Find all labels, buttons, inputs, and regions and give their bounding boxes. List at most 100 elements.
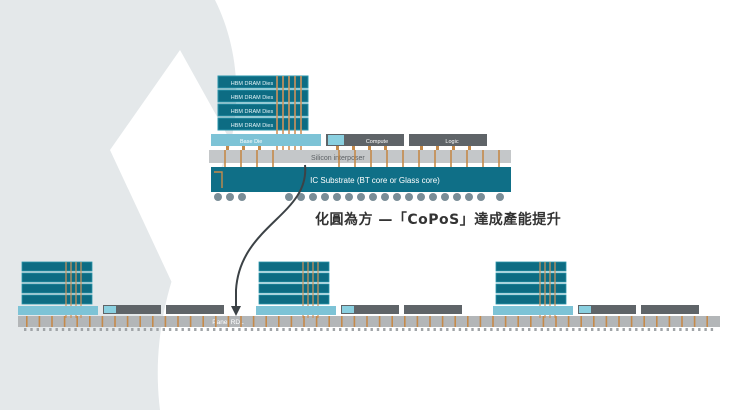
panel-bump [87,328,90,331]
panel-via [89,316,91,327]
panel-bump [439,328,443,331]
solder-ball [393,193,401,201]
panel-via [391,316,393,327]
substrate-routing [214,171,223,188]
panel-bump [288,328,291,331]
solder-ball [238,193,246,201]
panel-bump [402,328,405,331]
micro-bump [468,146,471,150]
panel-bump [647,328,651,331]
panel-bump [383,328,386,331]
panel-bump [553,328,556,331]
hbm-die [217,75,309,89]
panel-bump [93,328,96,331]
panel-via [114,316,116,327]
logic-die [166,305,224,314]
die-row: Base Die Compute Logic [211,134,487,146]
micro-bump [436,146,439,150]
micro-bump [420,146,423,150]
panel-via [101,316,104,327]
panel-bump [427,328,430,331]
panel-bump [105,328,109,331]
background-decoration [0,0,237,410]
compute-die [578,305,636,314]
panel-bump [326,328,329,331]
micro-bump [352,146,355,150]
hbm-die [258,261,330,272]
panel-bump [376,328,380,331]
panel-via [152,316,154,327]
panel-via [189,316,192,327]
panel-via [643,316,645,327]
solder-ball [321,193,329,201]
panel-bump [672,328,676,331]
panel-bump [61,328,65,331]
solder-ball [369,193,377,201]
panel-bump [565,328,569,331]
substrate-label: IC Substrate (BT core or Glass core) [310,176,440,185]
micro-bump [226,146,229,150]
panel-bump [231,328,235,331]
panel-via [51,316,53,327]
solder-balls [214,193,504,201]
panel-via [706,316,708,327]
panel-bump [162,328,165,331]
panel-via [517,316,519,327]
hbm-die-label: HBM DRAM Dies [231,95,274,101]
panel-bump [622,328,625,331]
solder-ball [477,193,485,201]
solder-ball [333,193,341,201]
panel-bump [559,328,562,331]
hbm-die [258,294,330,305]
solder-ball [496,193,504,201]
panel-bump [591,328,594,331]
arrow-curve [235,164,307,308]
panel-via [366,316,368,327]
compute-die [326,134,404,146]
solder-ball [453,193,461,201]
solder-ball [309,193,317,201]
panel-via [227,316,230,327]
panel-bump [395,328,399,331]
panel-bump [55,328,58,331]
hbm-die [217,117,309,131]
panel-bump [301,328,304,331]
panel-via [542,316,545,327]
panel-bump [420,328,424,331]
panel-bump [641,328,644,331]
panel-bump [446,328,449,331]
panel-bump [313,328,317,331]
solder-ball [381,193,389,201]
panel-bump [238,328,241,331]
panel-via [504,316,507,327]
ic-substrate [211,167,511,192]
panel-via [618,316,620,327]
panel-bump [68,328,71,331]
panel-bump [710,328,714,331]
panel-bump [477,328,480,331]
panel-bump [452,328,455,331]
panel-bump [282,328,285,331]
compute-accent [104,306,116,313]
panel-bump [219,328,222,331]
panel-bump [332,328,336,331]
panel-via [593,316,595,327]
panel-via [215,316,217,327]
panel-bump [679,328,682,331]
hbm-die [258,272,330,283]
hbm-die [258,283,330,294]
panel-bump [502,328,506,331]
base-die [256,306,336,315]
hbm-die [21,283,93,294]
panel-via [164,316,167,327]
panel-bump [408,328,411,331]
panel-via [26,316,28,327]
panel-via [315,316,318,327]
micro-bump [258,146,261,150]
cowos-stack: HBM DRAM Dies HBM DRAM Dies HBM DRAM Die… [209,75,511,201]
solder-ball [214,193,222,201]
panel-bump [704,328,707,331]
micro-bump [452,146,455,150]
panel-via [467,316,469,327]
panel-module [256,261,462,318]
